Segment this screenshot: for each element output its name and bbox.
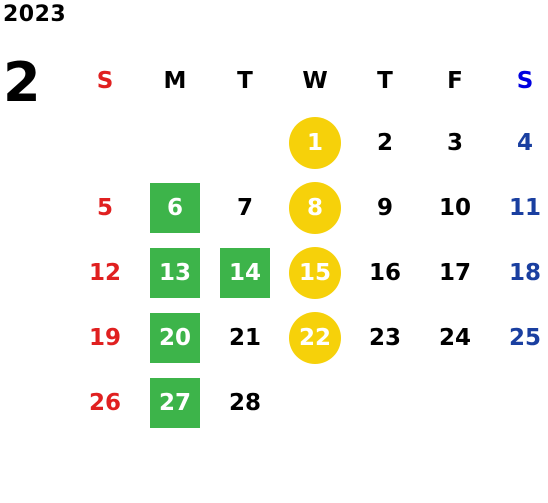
day-number: 25 <box>508 324 541 351</box>
day-cell[interactable]: 23 <box>350 305 420 370</box>
day-cell[interactable]: 8 <box>280 175 350 240</box>
day-number: 9 <box>376 194 393 221</box>
day-cell[interactable]: 4 <box>490 110 548 175</box>
day-number: 21 <box>228 324 261 351</box>
day-cell[interactable]: 9 <box>350 175 420 240</box>
weekday-header-thu: T <box>377 68 393 94</box>
yellow-circle-marker <box>289 116 341 169</box>
day-number: 19 <box>88 324 121 351</box>
day-number: 4 <box>516 129 533 156</box>
empty-day-cell <box>280 370 350 435</box>
green-square-marker <box>150 312 200 363</box>
day-number: 11 <box>508 194 541 221</box>
yellow-circle-marker <box>289 181 341 234</box>
day-number: 13 <box>158 259 191 286</box>
day-number: 16 <box>368 259 401 286</box>
empty-day-cell <box>490 370 548 435</box>
day-cell[interactable]: 25 <box>490 305 548 370</box>
day-number: 20 <box>158 324 191 351</box>
day-number: 3 <box>446 129 463 156</box>
day-number: 24 <box>438 324 471 351</box>
yellow-circle-marker <box>289 246 341 299</box>
day-cell[interactable]: 16 <box>350 240 420 305</box>
empty-day-cell <box>350 370 420 435</box>
weekday-header-sat: S <box>516 68 534 94</box>
weekday-header-sun: S <box>96 68 114 94</box>
empty-day-cell <box>140 110 210 175</box>
empty-day-cell <box>210 110 280 175</box>
day-cell[interactable]: 14 <box>210 240 280 305</box>
day-cell[interactable]: 19 <box>70 305 140 370</box>
day-cell[interactable]: 2 <box>350 110 420 175</box>
day-number: 26 <box>88 389 121 416</box>
month-label: 2 <box>3 51 41 114</box>
day-number: 15 <box>298 259 331 286</box>
green-square-marker <box>150 182 200 233</box>
day-cell[interactable]: 11 <box>490 175 548 240</box>
day-cell[interactable]: 22 <box>280 305 350 370</box>
yellow-circle-marker <box>289 311 341 364</box>
day-number: 17 <box>438 259 471 286</box>
day-cell[interactable]: 28 <box>210 370 280 435</box>
weekday-header-wed: W <box>302 68 328 94</box>
day-number: 10 <box>438 194 471 221</box>
day-number: 27 <box>158 389 191 416</box>
day-cell[interactable]: 6 <box>140 175 210 240</box>
day-cell[interactable]: 15 <box>280 240 350 305</box>
empty-day-cell <box>420 370 490 435</box>
day-number: 6 <box>166 194 183 221</box>
day-cell[interactable]: 3 <box>420 110 490 175</box>
day-number: 14 <box>228 259 261 286</box>
day-cell[interactable]: 20 <box>140 305 210 370</box>
day-number: 1 <box>306 129 323 156</box>
weekday-header-tue: T <box>237 68 253 94</box>
day-cell[interactable]: 27 <box>140 370 210 435</box>
weekday-header-fri: F <box>447 68 463 94</box>
day-number: 5 <box>96 194 113 221</box>
green-square-marker <box>150 247 200 298</box>
day-cell[interactable]: 17 <box>420 240 490 305</box>
day-number: 2 <box>376 129 393 156</box>
day-cell[interactable]: 7 <box>210 175 280 240</box>
day-cell[interactable]: 12 <box>70 240 140 305</box>
day-cell[interactable]: 13 <box>140 240 210 305</box>
green-square-marker <box>150 377 200 428</box>
day-cell[interactable]: 26 <box>70 370 140 435</box>
day-cell[interactable]: 21 <box>210 305 280 370</box>
year-label: 2023 <box>3 2 67 27</box>
day-cell[interactable]: 10 <box>420 175 490 240</box>
day-number: 23 <box>368 324 401 351</box>
empty-day-cell <box>70 110 140 175</box>
day-cell[interactable]: 1 <box>280 110 350 175</box>
weekday-header-mon: M <box>163 68 187 94</box>
day-cell[interactable]: 5 <box>70 175 140 240</box>
day-number: 12 <box>88 259 121 286</box>
day-number: 18 <box>508 259 541 286</box>
green-square-marker <box>220 247 270 298</box>
day-cell[interactable]: 18 <box>490 240 548 305</box>
day-number: 7 <box>236 194 253 221</box>
day-number: 8 <box>306 194 323 221</box>
day-number: 28 <box>228 389 261 416</box>
day-number: 22 <box>298 324 331 351</box>
day-cell[interactable]: 24 <box>420 305 490 370</box>
